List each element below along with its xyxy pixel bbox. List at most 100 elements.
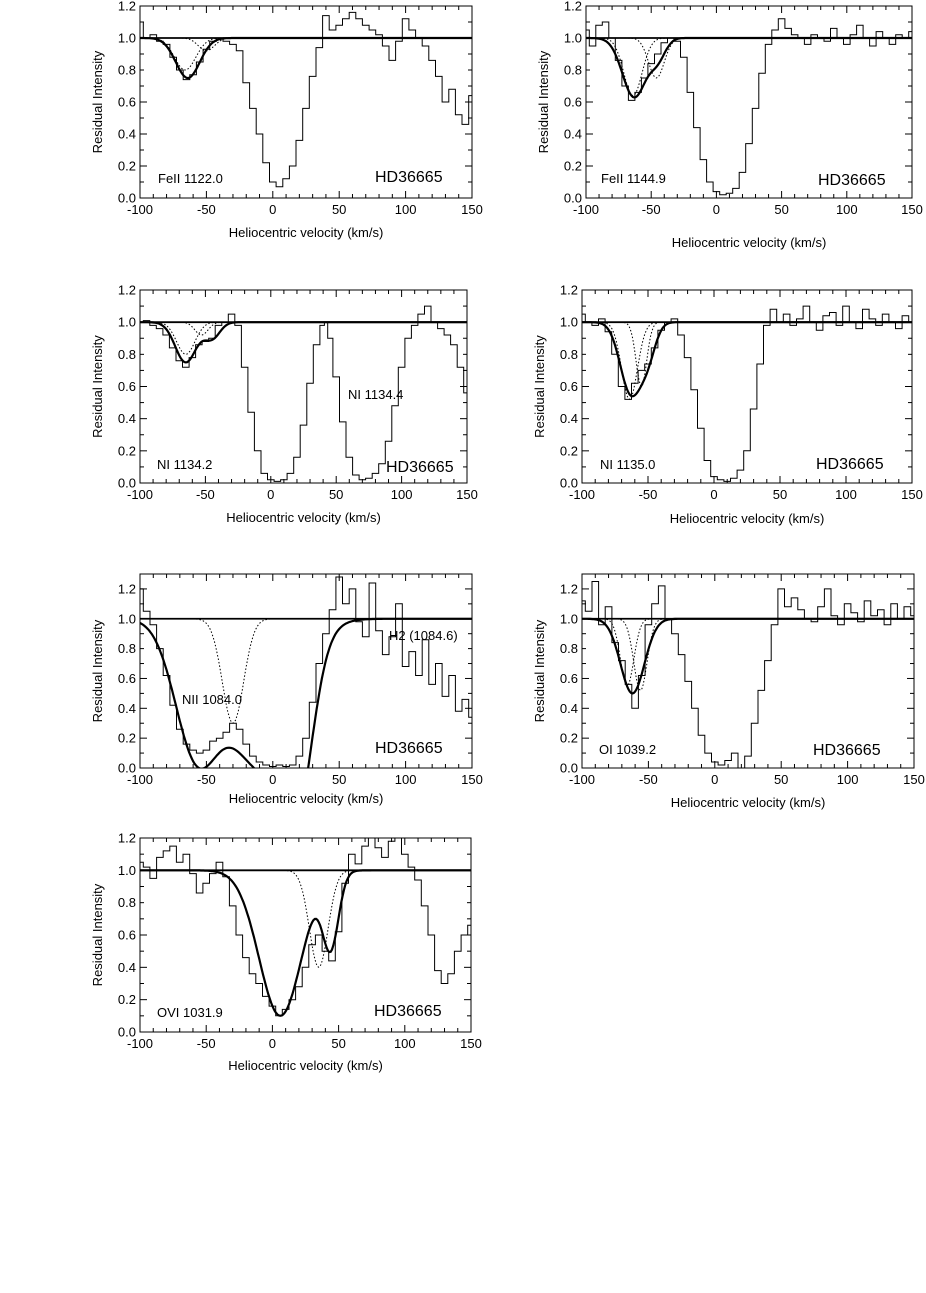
x-tick-label: 150 (456, 487, 478, 502)
x-tick-label: 50 (773, 487, 787, 502)
x-tick-label: 100 (395, 202, 417, 217)
observed-spectrum (140, 838, 471, 1017)
x-tick-label: 150 (901, 202, 923, 217)
y-tick-label: 0.4 (564, 127, 582, 142)
x-tick-label: 100 (835, 487, 857, 502)
y-axis-label: Residual Intensity (90, 50, 105, 153)
blend-annotation: H2 (1084.6) (389, 628, 458, 643)
x-tick-label: -50 (197, 772, 216, 787)
fitted-profile (582, 321, 912, 398)
x-tick-label: -100 (127, 487, 153, 502)
blend-annotation: NI 1134.4 (348, 387, 403, 402)
component-profile (582, 321, 912, 388)
observed-spectrum (582, 581, 914, 768)
x-tick-label: 100 (395, 772, 417, 787)
x-tick-label: -50 (642, 202, 661, 217)
y-tick-label: 0.0 (118, 761, 136, 776)
x-tick-label: 0 (267, 487, 274, 502)
observed-spectrum (586, 18, 912, 196)
y-tick-label: 0.6 (118, 95, 136, 110)
x-axis-label: Heliocentric velocity (km/s) (670, 511, 825, 526)
x-tick-label: -50 (639, 772, 658, 787)
y-tick-label: 0.8 (118, 63, 136, 78)
component-profile (582, 618, 914, 692)
y-tick-label: 0.0 (118, 476, 136, 491)
star-label: HD36665 (386, 459, 454, 476)
star-label: HD36665 (816, 456, 884, 473)
star-label: HD36665 (375, 740, 443, 757)
y-tick-label: 1.2 (118, 581, 136, 596)
observed-spectrum (140, 11, 472, 188)
plot-frame (581, 573, 915, 769)
x-tick-label: 50 (774, 202, 788, 217)
x-tick-label: -50 (196, 487, 215, 502)
x-axis-label: Heliocentric velocity (km/s) (228, 1058, 383, 1073)
x-tick-label: -100 (569, 487, 595, 502)
x-tick-label: 100 (836, 202, 858, 217)
ion-label: NI 1134.2 (157, 457, 212, 472)
x-tick-label: 150 (461, 772, 483, 787)
y-tick-label: 0.0 (564, 191, 582, 206)
y-tick-label: 1.0 (118, 863, 136, 878)
y-tick-label: 1.0 (118, 611, 136, 626)
y-tick-label: 0.0 (560, 476, 578, 491)
x-tick-label: 50 (331, 1036, 345, 1051)
y-tick-label: 1.0 (560, 611, 578, 626)
y-tick-label: 1.2 (118, 831, 136, 846)
observed-spectrum (140, 305, 467, 482)
y-tick-label: 0.4 (118, 411, 136, 426)
y-tick-label: 0.2 (118, 443, 136, 458)
x-tick-label: 150 (903, 772, 925, 787)
y-axis-label: Residual Intensity (90, 883, 105, 986)
x-tick-label: -100 (569, 772, 595, 787)
y-axis-label: Residual Intensity (536, 50, 551, 153)
y-tick-label: 0.4 (118, 127, 136, 142)
y-tick-label: 1.0 (564, 31, 582, 46)
star-label: HD36665 (374, 1003, 442, 1020)
ion-label: NII 1084.0 (182, 692, 242, 707)
y-tick-label: 1.2 (560, 581, 578, 596)
y-tick-label: 0.2 (560, 731, 578, 746)
observed-spectrum (140, 576, 472, 767)
y-tick-label: 0.4 (118, 960, 136, 975)
y-tick-label: 0.8 (564, 63, 582, 78)
x-tick-label: -50 (197, 202, 216, 217)
y-tick-label: 0.6 (560, 671, 578, 686)
y-tick-label: 0.2 (118, 731, 136, 746)
y-tick-label: 0.6 (118, 928, 136, 943)
ion-label: NI 1135.0 (600, 457, 655, 472)
x-tick-label: 0 (269, 772, 276, 787)
x-axis-label: Heliocentric velocity (km/s) (229, 791, 384, 806)
fitted-profile (582, 617, 914, 695)
y-tick-label: 0.6 (564, 95, 582, 110)
x-axis-label: Heliocentric velocity (km/s) (672, 235, 827, 250)
x-tick-label: -50 (197, 1036, 216, 1051)
x-tick-label: 50 (332, 202, 346, 217)
y-tick-label: 0.8 (560, 641, 578, 656)
ion-label: OVI 1031.9 (157, 1005, 223, 1020)
y-tick-label: 0.4 (560, 701, 578, 716)
ion-label: FeII 1122.0 (158, 171, 223, 186)
y-tick-label: 0.4 (118, 701, 136, 716)
x-axis-label: Heliocentric velocity (km/s) (671, 795, 826, 810)
plot-frame (139, 573, 473, 769)
y-tick-label: 0.6 (560, 379, 578, 394)
x-tick-label: 100 (391, 487, 413, 502)
y-axis-label: Residual Intensity (532, 619, 547, 722)
x-tick-label: 150 (460, 1036, 482, 1051)
y-axis-label: Residual Intensity (90, 335, 105, 438)
y-tick-label: 0.2 (118, 159, 136, 174)
x-axis-label: Heliocentric velocity (km/s) (229, 225, 384, 240)
y-tick-label: 0.8 (560, 347, 578, 362)
x-tick-label: 0 (711, 772, 718, 787)
x-tick-label: -100 (127, 202, 153, 217)
y-tick-label: 1.0 (560, 315, 578, 330)
observed-spectrum (582, 305, 912, 482)
x-tick-label: 0 (269, 202, 276, 217)
y-tick-label: 0.2 (118, 992, 136, 1007)
